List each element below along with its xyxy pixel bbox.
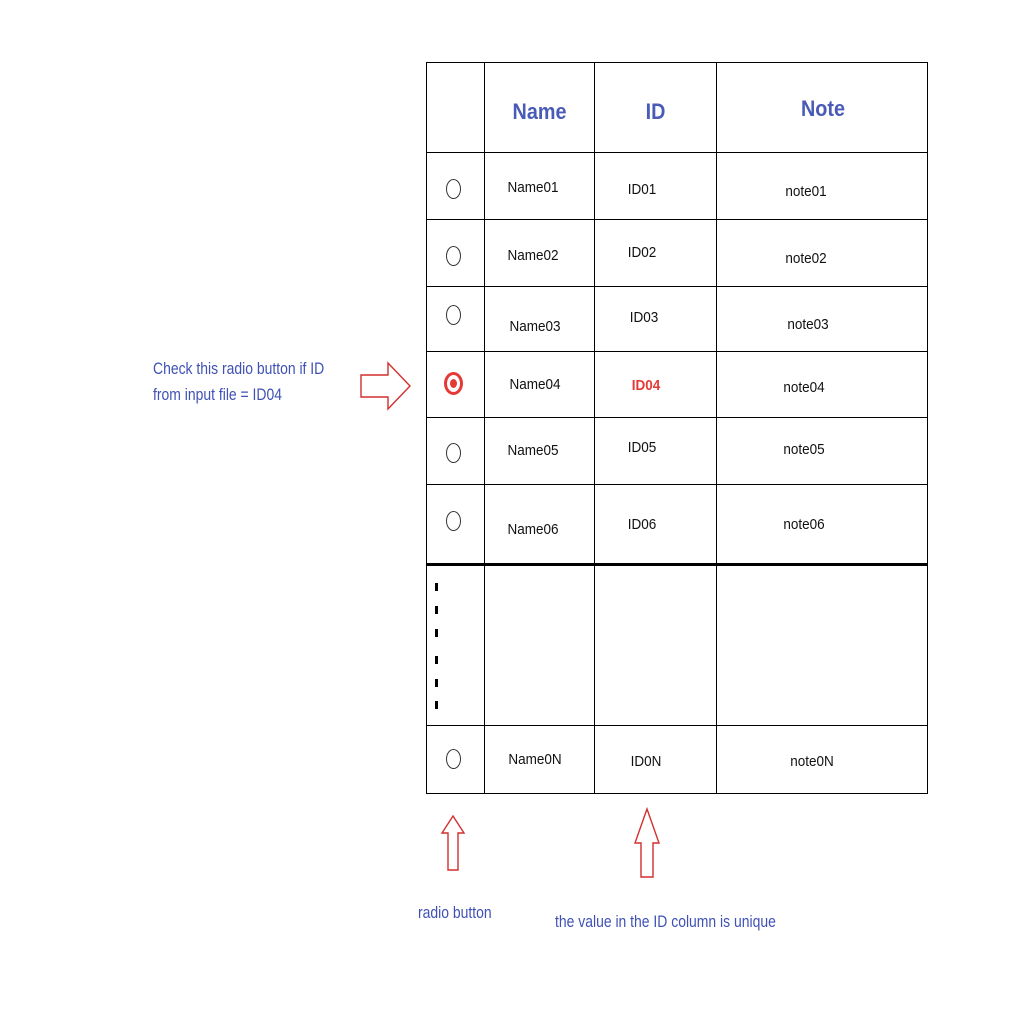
row-radio-button[interactable] <box>446 511 461 531</box>
column-divider <box>484 63 485 793</box>
ellipsis-dash <box>435 679 438 687</box>
unique-id-label: the value in the ID column is unique <box>555 912 776 931</box>
row-note: note04 <box>783 378 825 396</box>
row-divider <box>427 219 927 220</box>
row-radio-button-checked[interactable] <box>444 372 463 395</box>
hollow-arrow-icon <box>360 361 411 411</box>
row-divider <box>427 351 927 352</box>
row-name: Name03 <box>509 317 561 335</box>
row-name: Name0N <box>508 750 562 768</box>
row-name: Name05 <box>507 441 559 459</box>
row-radio-button[interactable] <box>446 443 461 463</box>
ellipsis-dash <box>435 656 438 664</box>
ellipsis-dash <box>435 583 438 591</box>
row-radio-button[interactable] <box>446 305 461 325</box>
row-name: Name04 <box>509 375 561 393</box>
hollow-arrow-icon <box>634 806 660 878</box>
row-id: ID06 <box>627 515 657 533</box>
row-name: Name01 <box>507 178 559 196</box>
row-id: ID03 <box>629 308 659 326</box>
check-instruction-line2: from input file = ID04 <box>153 385 283 404</box>
row-note: note06 <box>783 515 825 533</box>
ellipsis-dash <box>435 629 438 637</box>
row-radio-button[interactable] <box>446 179 461 199</box>
radio-button-label: radio button <box>418 903 492 922</box>
header-id: ID <box>645 99 666 124</box>
row-id: ID02 <box>627 243 657 261</box>
hollow-arrow-icon <box>440 814 466 871</box>
row-divider <box>427 152 927 153</box>
row-divider <box>427 563 927 566</box>
row-note: note01 <box>785 182 827 200</box>
radio-dot-icon <box>450 379 457 388</box>
row-name: Name02 <box>507 246 559 264</box>
row-name: Name06 <box>507 520 559 538</box>
row-divider <box>427 286 927 287</box>
ellipsis-dash <box>435 606 438 614</box>
row-id: ID05 <box>627 438 657 456</box>
row-divider <box>427 417 927 418</box>
row-divider <box>427 725 927 726</box>
row-radio-button[interactable] <box>446 246 461 266</box>
row-divider <box>427 484 927 485</box>
row-note: note05 <box>783 440 825 458</box>
row-note: note0N <box>790 752 834 770</box>
row-note: note03 <box>787 315 829 333</box>
records-table: Name ID Note Name01 ID01 note01 Name02 I… <box>426 62 928 794</box>
row-note: note02 <box>785 249 827 267</box>
check-instruction-line1: Check this radio button if ID <box>153 359 325 378</box>
ellipsis-dash <box>435 701 438 709</box>
header-note: Note <box>800 96 845 121</box>
row-radio-button[interactable] <box>446 749 461 769</box>
row-id-selected: ID04 <box>631 376 661 394</box>
row-id: ID0N <box>630 752 662 770</box>
column-divider <box>594 63 595 793</box>
row-id: ID01 <box>627 180 657 198</box>
header-name: Name <box>512 99 567 124</box>
column-divider <box>716 63 717 793</box>
